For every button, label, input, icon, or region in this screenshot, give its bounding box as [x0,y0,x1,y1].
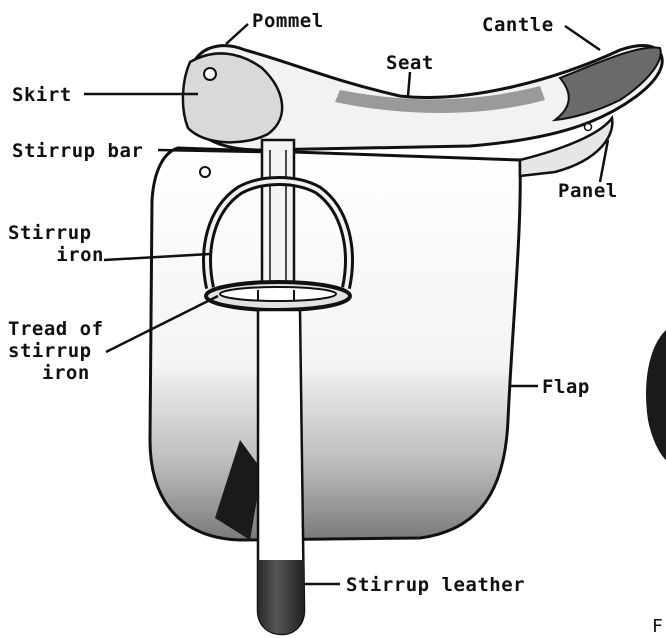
label-tread-of-stirrup-iron: Tread of stirrup iron [8,318,108,384]
stirrup-leather-shadow [258,560,304,634]
cantle-leader [565,26,600,50]
panel-rivet [585,124,592,131]
label-stirrup-iron: Stirrup iron [8,222,104,266]
label-stirrup-iron-line2: iron [8,244,104,266]
skirt-rivet [204,68,216,80]
label-flap: Flap [542,376,590,398]
label-stirrup-iron-line1: Stirrup [8,222,104,244]
adjacent-figure-fragment [646,330,666,460]
label-edge-fragment: F [652,616,663,638]
label-tread-line2: stirrup [8,340,108,362]
label-seat: Seat [386,52,434,74]
label-pommel: Pommel [252,10,324,32]
seat-leader [408,72,410,96]
label-skirt: Skirt [12,84,72,106]
pommel-leader [226,24,248,44]
label-tread-line3: iron [8,362,108,384]
flap-rivet [200,167,210,177]
label-cantle: Cantle [482,14,554,36]
label-panel: Panel [558,180,618,202]
label-stirrup-bar: Stirrup bar [12,140,143,162]
stirrup-leather-upper [262,140,294,292]
label-tread-line1: Tread of [8,318,108,340]
label-stirrup-leather: Stirrup leather [346,574,525,596]
